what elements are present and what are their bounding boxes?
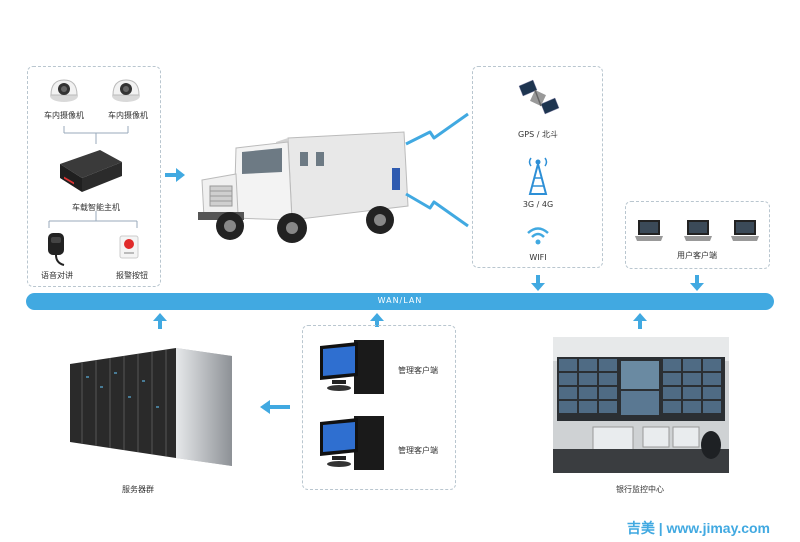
armored-truck-icon <box>198 131 409 243</box>
desktop-computer-icon <box>320 340 384 394</box>
arrow-up-icon <box>153 313 167 329</box>
arrow-right-icon <box>165 168 185 182</box>
management-client-2-label: 管理客户端 <box>398 446 438 455</box>
lightning-link-icon <box>405 112 469 146</box>
microphone-icon <box>48 233 65 266</box>
alarm-button-icon <box>119 235 139 259</box>
control-room-icon <box>553 337 729 473</box>
cellular-label: 3G / 4G <box>522 200 554 209</box>
wan-lan-label: WAN/LAN <box>377 296 423 305</box>
vehicle-equipment-box <box>27 66 161 287</box>
laptop-icon <box>684 220 712 241</box>
camera-1-label: 车内摄像机 <box>44 111 84 120</box>
user-client-label: 用户客户端 <box>677 251 717 260</box>
arrow-down-icon <box>690 275 704 291</box>
monitor-center-label: 银行监控中心 <box>616 485 664 494</box>
lightning-link-icon <box>405 192 469 228</box>
dvr-icon <box>60 150 122 192</box>
arrow-left-icon <box>260 400 290 414</box>
arrow-up-icon <box>633 313 647 329</box>
management-box <box>302 325 456 490</box>
alarm-label: 报警按钮 <box>116 271 148 280</box>
laptop-icon <box>635 220 663 241</box>
management-client-1-label: 管理客户端 <box>398 366 438 375</box>
user-client-box <box>625 201 770 269</box>
desktop-computer-icon <box>320 416 384 470</box>
camera-icon <box>50 79 78 102</box>
wifi-icon <box>527 227 549 245</box>
satellite-icon <box>518 79 560 115</box>
wifi-label: WIFI <box>529 253 547 262</box>
camera-2-label: 车内摄像机 <box>108 111 148 120</box>
host-label: 车载智能主机 <box>72 203 120 212</box>
arrow-down-icon <box>531 275 545 291</box>
wan-lan-bar: WAN/LAN <box>26 293 774 310</box>
brand-watermark: 吉美 | www.jimay.com <box>626 520 770 536</box>
network-box <box>472 66 603 268</box>
camera-icon <box>112 79 140 102</box>
server-rack-icon <box>70 348 232 466</box>
arrow-up-icon <box>370 313 384 327</box>
cell-tower-icon <box>528 157 548 195</box>
servers-label: 服务器群 <box>122 485 154 494</box>
intercom-label: 语音对讲 <box>41 271 73 280</box>
gps-label: GPS / 北斗 <box>518 130 558 139</box>
connector-lines <box>48 126 138 228</box>
laptop-icon <box>731 220 759 241</box>
